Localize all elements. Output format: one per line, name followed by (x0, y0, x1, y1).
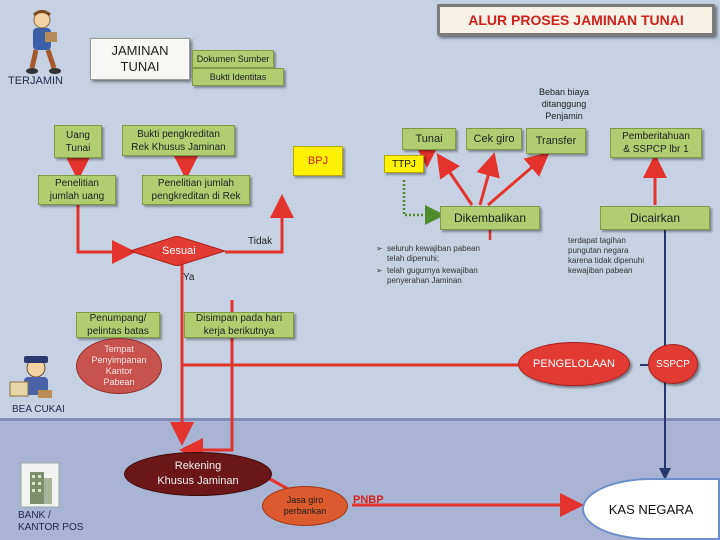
band-divider (0, 418, 720, 421)
note-dicairkan: terdapat tagihan pungutan negara karena … (568, 236, 645, 275)
decision-sesuai-shape (130, 236, 225, 266)
actor-terjamin: TERJAMIN (8, 75, 63, 87)
node-sspcp: SSPCP (648, 344, 698, 384)
node-penelitian-uang: Penelitian jumlah uang (38, 175, 116, 205)
node-pemberitahuan: Pemberitahuan & SSPCP lbr 1 (610, 128, 702, 158)
node-pengelolaan: PENGELOLAAN (518, 342, 630, 386)
node-bukti-pengkreditan: Bukti pengkreditan Rek Khusus Jaminan (122, 125, 235, 156)
node-bukti-identitas: Bukti Identitas (192, 68, 284, 86)
node-dikembalikan: Dikembalikan (440, 206, 540, 230)
arrow-tidak-back (225, 194, 294, 254)
label-tidak: Tidak (248, 236, 273, 247)
decision-sesuai-label: Sesuai (162, 245, 196, 257)
note-dikembalikan-1: seluruh kewajiban pabean telah dipenuhi; (387, 244, 480, 263)
node-dokumen-sumber: Dokumen Sumber (192, 50, 274, 68)
customs-officer-icon (9, 356, 52, 398)
note-bullet-2: ➢ (376, 266, 383, 275)
node-cek-giro: Cek giro (466, 128, 522, 150)
node-jaminan-tunai: JAMINAN TUNAI (90, 38, 190, 80)
arrow-dikembalikan-to-transfer (487, 152, 550, 207)
arrow-dikembalikan-to-cekgiro (476, 152, 500, 206)
bank-building-icon (20, 462, 60, 508)
arrow-ttpj-to-dikembalikan (402, 180, 445, 225)
node-penelitian-rek: Penelitian jumlah pengkreditan di Rek (142, 175, 250, 205)
node-disimpan: Disimpan pada hari kerja berikutnya (184, 312, 294, 338)
node-dicairkan: Dicairkan (600, 206, 710, 230)
arrow-disimpan-to-rekening (179, 300, 234, 462)
arrow-dikembalikan-to-tunai (436, 153, 474, 206)
node-jasa-giro: Jasa giro perbankan (262, 486, 348, 526)
node-tunai: Tunai (402, 128, 456, 150)
node-bpj: BPJ (293, 146, 343, 176)
person-terjamin-icon (26, 10, 61, 74)
node-penumpang: Penumpang/ pelintas batas (76, 312, 160, 338)
arrow-penelitian-to-sesuai (76, 205, 136, 264)
node-kas-negara: KAS NEGARA (582, 478, 720, 540)
note-dikembalikan-2: telah gugurnya kewajiban penyerahan Jami… (387, 266, 478, 285)
actor-bea-cukai: BEA CUKAI (12, 404, 65, 415)
note-beban-biaya: Beban biaya ditanggung Penjamin (538, 87, 590, 121)
node-ttpj: TTPJ (384, 155, 424, 173)
node-uang-tunai: Uang Tunai (54, 125, 102, 158)
actor-bank: BANK / KANTOR POS (18, 510, 84, 533)
label-ya: Ya (183, 272, 195, 283)
page-title: ALUR PROSES JAMINAN TUNAI (437, 4, 715, 36)
node-rekening-khusus: Rekening Khusus Jaminan (124, 452, 272, 496)
note-bullet-1: ➢ (376, 244, 383, 253)
label-pnbp: PNBP (353, 494, 384, 506)
node-tempat-penyimpanan: Tempat Penyimpanan Kantor Pabean (76, 338, 162, 394)
node-transfer: Transfer (526, 128, 586, 154)
